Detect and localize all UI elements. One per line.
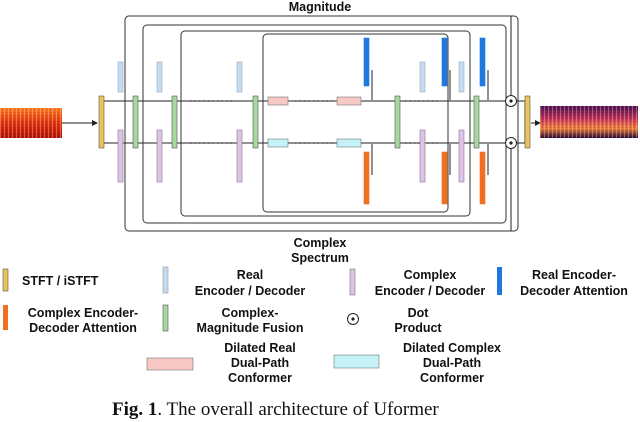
real-encoder-decoder-block: [236, 61, 243, 93]
real-attention-block: [441, 37, 448, 87]
stft-block: [98, 95, 105, 149]
legend-real-ed-line1: Real: [236, 268, 264, 282]
legend-dilated-real-line3: Conformer: [228, 371, 292, 385]
dilated-real-conformer: [336, 96, 362, 106]
legend-symbols: [2, 266, 502, 371]
magnitude-label: Magnitude: [288, 0, 352, 14]
legend-dilated-real-line2: Dual-Path: [230, 356, 290, 370]
caption-text: . The overall architecture of Uformer: [157, 399, 439, 420]
complex-encoder-decoder-block: [117, 129, 124, 183]
skip-connection-frames: [124, 15, 519, 232]
legend-dilated-complex-line1: Dilated Complex: [403, 341, 501, 355]
legend-dilated-complex-line3: Conformer: [420, 371, 484, 385]
dilated-real-conformer: [267, 96, 289, 106]
fusion-block: [252, 95, 259, 149]
legend-stft: STFT / iSTFT: [22, 274, 99, 288]
legend-complex-attn-line1: Complex Encoder-: [27, 306, 139, 320]
complex-spectrum-label-line2: Spectrum: [291, 251, 349, 265]
complex-encoder-decoder-block: [458, 129, 465, 183]
complex-attention-block: [363, 151, 370, 205]
fusion-block: [171, 95, 178, 149]
legend-dilated-real-line1: Dilated Real: [224, 341, 296, 355]
legend-fusion-line2: Magnitude Fusion: [196, 321, 304, 335]
blocks: [98, 37, 531, 205]
istft-block: [524, 95, 531, 149]
real-encoder-decoder-block: [156, 61, 163, 93]
dilated-complex-conformer: [267, 138, 289, 148]
caption-prefix: Fig. 1: [112, 399, 158, 420]
legend-complex-attn-line2: Decoder Attention: [29, 321, 137, 335]
complex-encoder-decoder-block: [236, 129, 243, 183]
real-attention-block: [363, 37, 370, 87]
fusion-block: [132, 95, 139, 149]
input-spectrogram: [0, 108, 62, 138]
legend-real-attn-line2: Decoder Attention: [520, 284, 628, 298]
legend-dot-line1: Dot: [407, 306, 429, 320]
legend-dilated-complex-line2: Dual-Path: [422, 356, 482, 370]
figure-caption: Fig. 1. The overall architecture of Ufor…: [112, 399, 572, 421]
fusion-block: [473, 95, 480, 149]
legend-complex-ed-line2: Encoder / Decoder: [374, 284, 486, 298]
complex-encoder-decoder-block: [419, 129, 426, 183]
fusion-block: [394, 95, 401, 149]
legend-fusion-line1: Complex-: [221, 306, 279, 320]
real-encoder-decoder-block: [458, 61, 465, 93]
real-encoder-decoder-block: [419, 61, 426, 93]
complex-attention-block: [479, 151, 486, 205]
complex-spectrum-label-line1: Complex: [293, 236, 347, 250]
output-spectrogram: [540, 106, 638, 138]
dot-product-nodes: [505, 95, 517, 149]
dotted-lines: [190, 100, 438, 144]
legend-complex-ed-line1: Complex: [403, 268, 457, 282]
real-attention-block: [479, 37, 486, 87]
dilated-complex-conformer: [336, 138, 362, 148]
legend-real-attn-line1: Real Encoder-: [531, 268, 617, 282]
legend-dot-line2: Product: [394, 321, 442, 335]
complex-encoder-decoder-block: [156, 129, 163, 183]
complex-attention-block: [441, 151, 448, 205]
real-encoder-decoder-block: [117, 61, 124, 93]
legend-real-ed-line2: Encoder / Decoder: [194, 284, 306, 298]
